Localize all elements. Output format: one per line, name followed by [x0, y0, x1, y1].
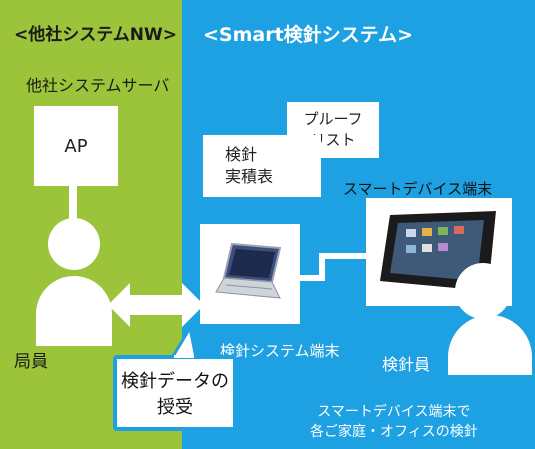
data-exchange-callout: 検針データの 授受 — [113, 355, 237, 431]
reading-record-document: 検針 実積表 — [203, 135, 321, 197]
reading-record-line1: 検針 — [225, 145, 258, 164]
staff-label: 局員 — [14, 352, 48, 372]
double-arrow-icon — [108, 283, 204, 327]
device-caption: スマートデバイス端末で 各ご家庭・オフィスの検針 — [310, 402, 478, 442]
smart-system-title: <Smart検針システム> — [203, 24, 414, 46]
proof-list-line1: プルーフ — [303, 110, 363, 128]
callout-line2: 授受 — [157, 397, 193, 418]
callout-pointer — [170, 328, 198, 358]
laptop-icon — [215, 242, 282, 299]
caption-line2: 各ご家庭・オフィスの検針 — [310, 424, 478, 440]
caption-line1: スマートデバイス端末で — [317, 404, 471, 420]
staff-person-icon — [36, 218, 114, 346]
terminal-label: 検針システム端末 — [220, 342, 340, 360]
other-nw-title: <他社システムNW> — [14, 25, 177, 45]
smart-device-label: スマートデバイス端末 — [343, 180, 493, 198]
proof-list-line2: リスト — [310, 131, 356, 149]
terminal-box — [200, 224, 300, 324]
reader-person-icon — [448, 263, 532, 375]
reader-label: 検針員 — [382, 355, 431, 374]
terminal-device-connector — [300, 253, 370, 281]
server-connector-line — [69, 186, 77, 220]
ap-server-box: AP — [34, 106, 118, 186]
reading-record-line2: 実積表 — [225, 167, 274, 186]
ap-label: AP — [64, 135, 88, 157]
server-label: 他社システムサーバ — [26, 76, 170, 95]
callout-line1: 検針データの — [121, 371, 229, 392]
